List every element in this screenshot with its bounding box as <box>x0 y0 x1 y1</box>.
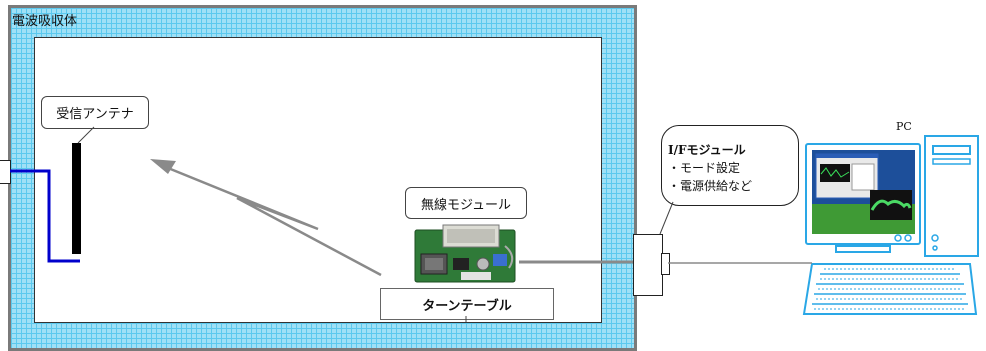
antenna-label-pointer <box>77 126 95 144</box>
if-module-callout <box>661 125 799 206</box>
pc-label: PC <box>896 120 912 133</box>
if-module-title: I/Fモジュール <box>668 143 746 157</box>
wireless-module-board <box>413 224 518 286</box>
if-module-callout-text: I/Fモジュール ・モード設定 ・電源供給など <box>668 141 793 195</box>
radio-wave-arrow <box>167 166 382 277</box>
if-module-port <box>661 253 670 275</box>
wireless-module-label: 無線モジュール <box>405 187 527 219</box>
receiving-antenna-label: 受信アンテナ <box>41 96 149 129</box>
antenna-cable <box>10 169 80 263</box>
if-callout-pointer <box>659 201 674 235</box>
radio-wave-arrowhead <box>150 159 176 174</box>
if-module-item-mode: ・モード設定 <box>668 161 741 175</box>
pc-icon <box>800 132 982 342</box>
turntable: ターンテーブル <box>380 288 554 320</box>
chamber-label: 電波吸収体 <box>12 14 78 29</box>
if-module-item-power: ・電源供給など <box>668 179 753 193</box>
receiving-antenna <box>72 143 81 254</box>
